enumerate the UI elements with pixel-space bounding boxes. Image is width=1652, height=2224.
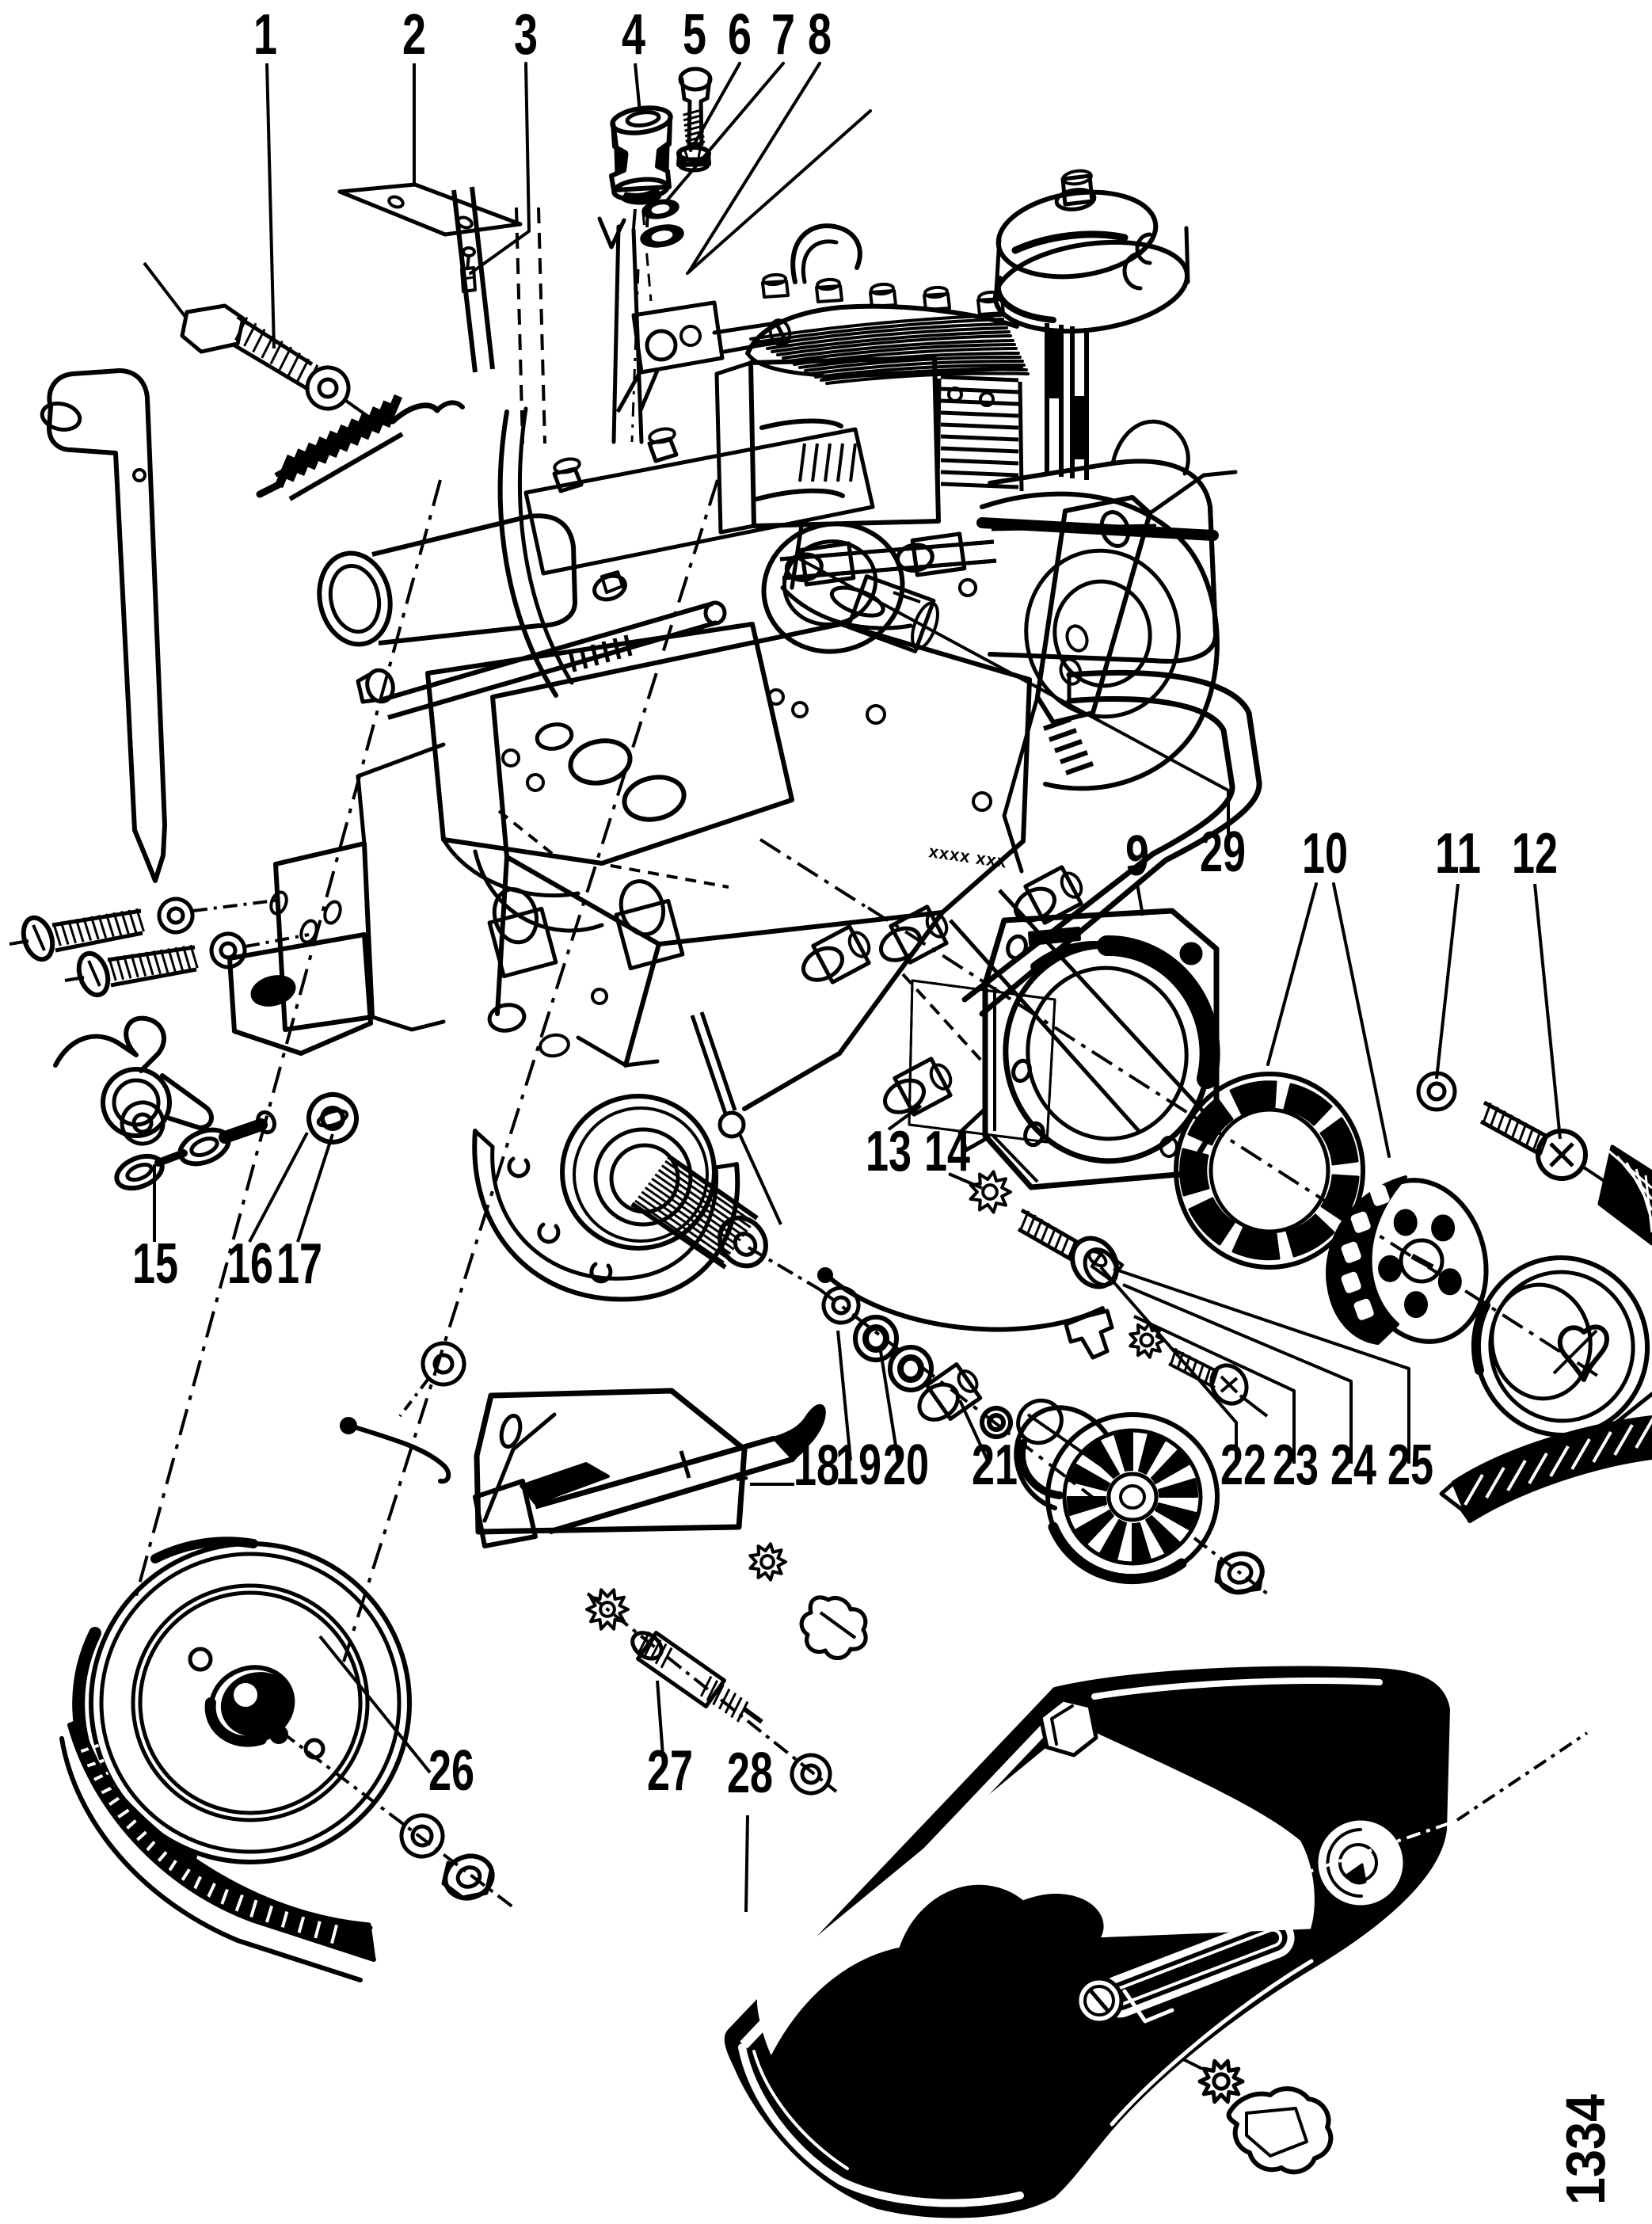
svg-text:24: 24 (1330, 1434, 1376, 1497)
svg-text:16: 16 (227, 1232, 273, 1296)
svg-text:13: 13 (866, 1120, 912, 1183)
svg-text:4: 4 (622, 3, 645, 67)
svg-text:6: 6 (728, 3, 752, 67)
svg-text:8: 8 (808, 3, 832, 67)
svg-text:19: 19 (836, 1434, 881, 1497)
svg-text:1334: 1334 (1555, 2094, 1616, 2205)
svg-text:9: 9 (1125, 824, 1149, 888)
svg-text:1: 1 (253, 3, 277, 67)
svg-text:5: 5 (683, 3, 706, 67)
svg-text:3: 3 (514, 3, 538, 67)
svg-text:28: 28 (727, 1742, 773, 1805)
svg-text:7: 7 (771, 3, 795, 67)
svg-text:15: 15 (132, 1232, 178, 1296)
svg-text:17: 17 (276, 1232, 322, 1296)
svg-text:22: 22 (1220, 1434, 1266, 1497)
svg-text:27: 27 (647, 1739, 693, 1803)
svg-text:26: 26 (428, 1739, 474, 1803)
svg-text:20: 20 (883, 1434, 929, 1497)
svg-text:12: 12 (1512, 822, 1558, 885)
svg-text:2: 2 (402, 3, 426, 67)
svg-text:10: 10 (1302, 822, 1348, 885)
svg-text:11: 11 (1435, 822, 1481, 885)
svg-text:29: 29 (1200, 821, 1246, 884)
